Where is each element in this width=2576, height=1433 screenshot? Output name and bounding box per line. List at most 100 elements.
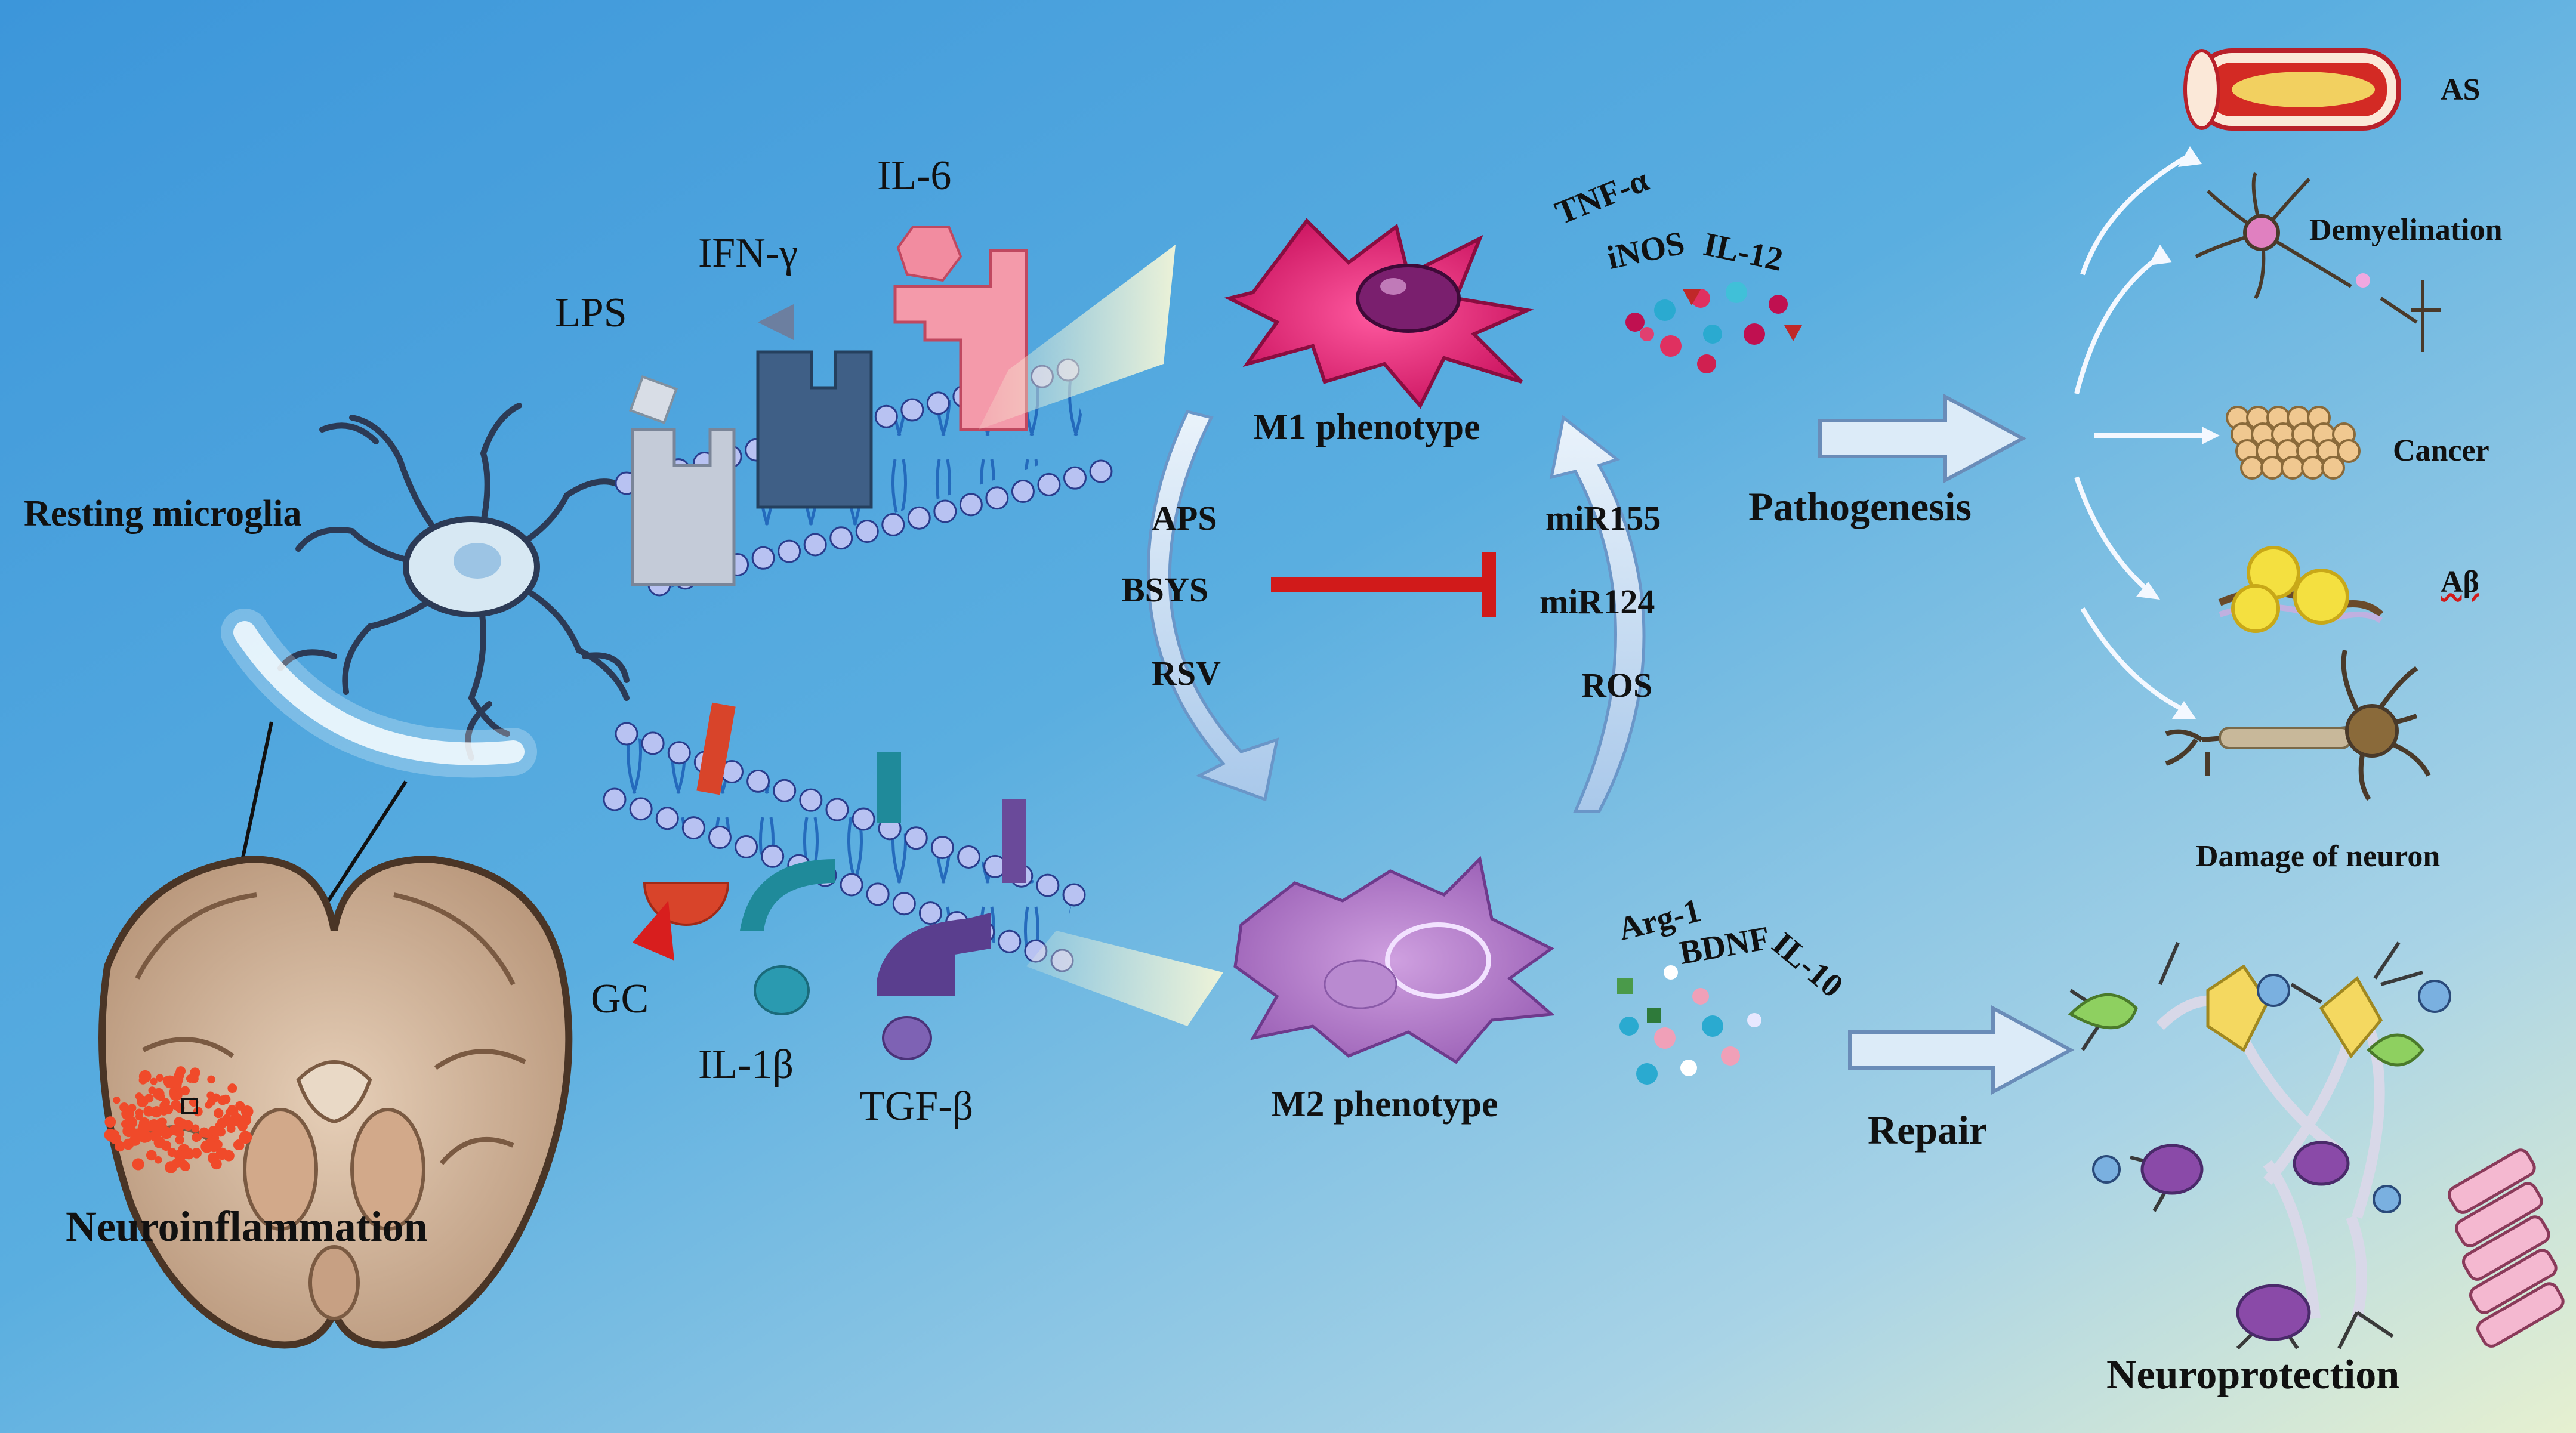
inflammation-dot [175,1135,184,1145]
inflammation-dot [138,1131,151,1143]
neuroprotection-label: Neuroprotection [2106,1352,2400,1398]
inflammation-dot [180,1086,190,1096]
inflammation-dot [144,1094,154,1103]
inflammation-dot [206,1137,215,1145]
m1-factor-particles [1625,282,1802,373]
lipid-head [829,526,853,550]
promoter-mir124-label: miR124 [1540,582,1655,621]
resting-microglia-nucleus [454,543,501,579]
inflammation-dot [135,1092,143,1100]
lipid-head [985,486,1009,510]
upper-activation-arrow [979,245,1176,430]
inhibitor-bsys-label: BSYS [1122,570,1209,609]
artery-icon [2183,48,2401,131]
lipid-head [761,844,785,868]
cancer-cell-cluster-icon [2226,406,2361,480]
inflammation-dot [125,1117,137,1128]
lipid-head [998,929,1022,953]
neuroinflammation-label: Neuroinflammation [66,1203,428,1250]
inflammation-dot [122,1125,135,1138]
ifn-gamma-receptor [756,304,873,509]
inflammation-dot [172,1157,182,1168]
inflammation-dot [235,1101,245,1111]
pathogenesis-label: Pathogenesis [1748,484,1972,529]
lipid-head [1089,459,1113,483]
gc-label: GC [591,976,649,1022]
cancer-cell [2281,456,2304,480]
lipid-head [874,404,898,428]
vial [2462,1215,2550,1281]
inflammation-dot [113,1097,121,1104]
lipid-head [667,741,691,765]
m2-factor-particles [1617,965,1761,1085]
inflammation-dot [183,1150,190,1158]
inflammation-dot [192,1132,201,1142]
repair-label: Repair [1868,1107,1988,1153]
zoom-box [181,1098,198,1114]
inflammation-dot [169,1088,177,1096]
inflammation-dot [208,1126,218,1136]
lower-activation-arrow [1026,931,1223,1026]
branch-arrowheads [2136,146,2220,719]
m2-to-m1-curved-arrow [1549,415,1646,813]
lipid-head [926,391,950,415]
inflammation-dot [137,1121,150,1134]
inflammation-dot [227,1104,236,1113]
inflammation-dot [181,1162,190,1171]
inflammation-dot [114,1141,125,1152]
promoter-mir155-label: miR155 [1545,499,1661,538]
inflammation-dot [174,1117,184,1127]
lipid-head [907,506,931,530]
m2-phenotype-label: M2 phenotype [1271,1084,1498,1125]
lipid-head [900,398,924,422]
demyelination-neuron-icon [2195,172,2441,352]
inflammation-dot [207,1075,215,1084]
m1-phenotype-label: M1 phenotype [1253,407,1480,447]
inflammation-dot [175,1066,186,1076]
pathogenesis-branch-arrows [2074,153,2202,712]
lipid-head [735,835,758,858]
inflammation-dot [135,1113,143,1120]
glow-arc [233,621,525,765]
ifn-gamma-label: IFN-γ [698,230,798,276]
lipid-head [825,798,849,821]
inflammation-dots [104,1066,254,1173]
lipid-head [746,769,770,793]
il1b-receptor [740,752,901,1015]
inflammation-dot [206,1091,215,1100]
inflammation-dot [150,1077,158,1085]
lps-receptor [628,375,736,586]
inflammation-dot [171,1078,182,1089]
inflammation-dot [143,1105,155,1117]
cancer-cell [2260,456,2284,480]
cancer-cell [2337,439,2361,463]
inflammation-dot [214,1108,224,1119]
inflammation-dot [227,1083,237,1094]
m1-to-m2-curved-arrow [1146,410,1279,802]
myelin-sheath [2219,727,2352,749]
il1b-label: IL-1β [698,1042,794,1088]
lipid-head [708,826,732,850]
amyloid-beta-icon [2218,546,2384,633]
inflammation-dot [211,1158,222,1170]
inflammation-dot [146,1150,157,1161]
lipid-head [1011,480,1035,504]
inflammation-dot [154,1120,167,1134]
lipid-head [855,520,879,543]
lipid-head [799,788,823,812]
lipid-head [840,873,863,897]
lipid-head [1037,472,1061,496]
lipid-head [1062,883,1086,907]
inflammation-dot [161,1098,170,1107]
cancer-cell [2240,456,2264,480]
inflammation-dot [121,1107,134,1120]
m2-cell [1233,856,1556,1064]
inflammation-dot [221,1094,231,1104]
outcome-cancer-label: Cancer [2393,434,2489,468]
inflammation-dot [224,1116,235,1127]
inflammation-dot [235,1141,245,1150]
inflammation-dot [215,1147,229,1160]
inflammation-dot [239,1131,252,1144]
lipid-head [751,546,775,570]
